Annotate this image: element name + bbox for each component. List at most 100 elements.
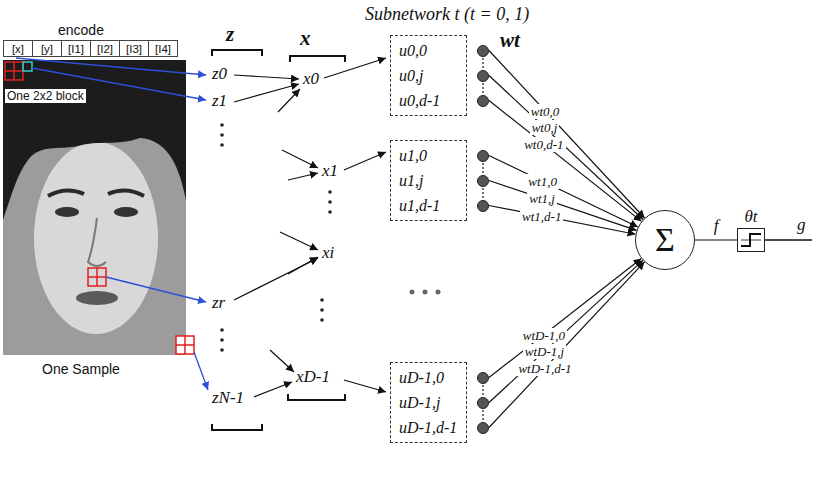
encode-cell: [x]	[3, 40, 33, 57]
encode-field: [I3]	[126, 42, 142, 56]
edge-label-holder: f	[712, 216, 721, 236]
element-label: xi	[322, 243, 334, 262]
input-arrow	[234, 75, 299, 79]
neuron-dot	[477, 175, 489, 187]
ellipsis-dot	[482, 410, 484, 412]
ellipsis-dot	[410, 290, 415, 295]
element-label: x1	[322, 161, 338, 180]
neuron-group: uD-1,0uD-1,juD-1,d-1	[390, 362, 489, 443]
ellipsis-dot	[220, 328, 224, 332]
input-arrow	[288, 173, 318, 180]
encode-field: [I2]	[97, 42, 113, 56]
weight-connector	[489, 76, 643, 220]
pixel-block	[176, 336, 194, 354]
neuron-column	[467, 362, 489, 443]
ellipsis-dot	[482, 418, 484, 420]
weight-connector	[489, 206, 636, 235]
encode-arrow	[194, 352, 208, 390]
weight-connector	[489, 258, 641, 377]
ellipsis-dot	[482, 62, 484, 64]
weight-label: wt1,d-1	[520, 209, 563, 224]
title-holder: Subnetwork t (t = 0, 1)	[365, 3, 529, 25]
vector-bracket	[212, 50, 262, 56]
unit-label: uD-1,d-1	[399, 415, 458, 440]
threshold-box: θt	[737, 206, 765, 252]
input-arrow	[282, 150, 318, 168]
ellipsis-dot	[482, 91, 484, 93]
ellipsis-dot	[482, 196, 484, 198]
label-holder: x0	[303, 69, 319, 89]
neuron-dot	[477, 397, 489, 409]
weight-connector	[489, 156, 638, 228]
weight-label: wt1,j	[527, 191, 557, 206]
edge-label-holder: wt0,0	[529, 102, 562, 120]
ellipsis-dot	[482, 167, 484, 169]
encode-cell: [I4]	[148, 40, 178, 57]
weight-label: wt1,0	[526, 174, 559, 189]
element-label: zN-1	[212, 388, 244, 407]
neuron-column	[467, 35, 489, 116]
threshold-outline	[737, 228, 765, 252]
input-arrow	[234, 84, 299, 102]
label-holder: encode	[58, 21, 104, 39]
vector-name: z	[226, 22, 234, 46]
unit-label: u0,0	[399, 38, 458, 63]
weight-label: wt0,j	[530, 120, 560, 135]
threshold-label: θt	[737, 206, 765, 228]
ellipsis-dot	[482, 163, 484, 165]
dashed-outline: uD-1,0uD-1,juD-1,d-1	[390, 362, 467, 443]
ellipsis-dot	[482, 58, 484, 60]
weight-label: wtD-1,0	[521, 328, 567, 343]
edge-label-holder: wt1,0	[526, 172, 559, 190]
ellipsis-dot	[220, 143, 224, 147]
diagram-title: Subnetwork t (t = 0, 1)	[365, 4, 529, 24]
pixel-block	[88, 268, 106, 286]
label-holder: One 2x2 block	[5, 86, 86, 104]
label-holder: xi	[322, 243, 334, 263]
step-function	[741, 234, 761, 246]
neuron-dot	[477, 150, 489, 162]
ellipsis-dot	[482, 188, 484, 190]
input-arrows	[234, 58, 386, 397]
edge-label-holder: wt0,j	[530, 118, 560, 136]
input-arrow	[270, 350, 294, 372]
neuron-dot	[477, 45, 489, 57]
step-axis	[741, 240, 761, 241]
signal-label: f	[712, 216, 721, 235]
ellipsis-dot	[328, 210, 332, 214]
label-holder: z	[226, 22, 234, 46]
face	[34, 142, 158, 334]
element-label: z0	[212, 64, 227, 83]
caption-label: One Sample	[42, 361, 120, 377]
unit-label: u0,d-1	[399, 88, 458, 113]
pixel-block	[5, 62, 23, 80]
unit-label: u0,j	[399, 63, 458, 88]
dashed-outline: u1,0u1,ju1,d-1	[390, 140, 467, 221]
pixel-block-grid	[176, 336, 194, 354]
summation-circle: Σ	[635, 210, 695, 270]
ellipsis-dot	[482, 385, 484, 387]
label-holder: zN-1	[212, 388, 244, 408]
label-holder: One Sample	[42, 360, 120, 378]
weight-label: wtD-1,j	[523, 344, 566, 359]
ellipsis-dot	[482, 393, 484, 395]
label-holder: z1	[212, 91, 227, 111]
unit-label: uD-1,0	[399, 365, 458, 390]
edge-label-holder: wtD-1,j	[523, 342, 566, 360]
lips	[76, 291, 118, 305]
eye	[55, 207, 79, 217]
neuron-group: u1,0u1,ju1,d-1	[390, 140, 489, 221]
edge-label-holder: wtD-1,d-1	[516, 359, 573, 377]
pixel-cell	[23, 62, 32, 71]
ellipsis-dot	[328, 200, 332, 204]
weight-connector	[489, 260, 643, 402]
nose	[88, 218, 106, 266]
neuron-dot	[477, 95, 489, 107]
encode-field: [y]	[41, 42, 53, 56]
ellipsis-dot	[482, 83, 484, 85]
ellipsis-dot	[482, 389, 484, 391]
vector-bracket	[290, 56, 345, 62]
ellipsis-dot	[423, 290, 428, 295]
neuron-dot	[477, 422, 489, 434]
